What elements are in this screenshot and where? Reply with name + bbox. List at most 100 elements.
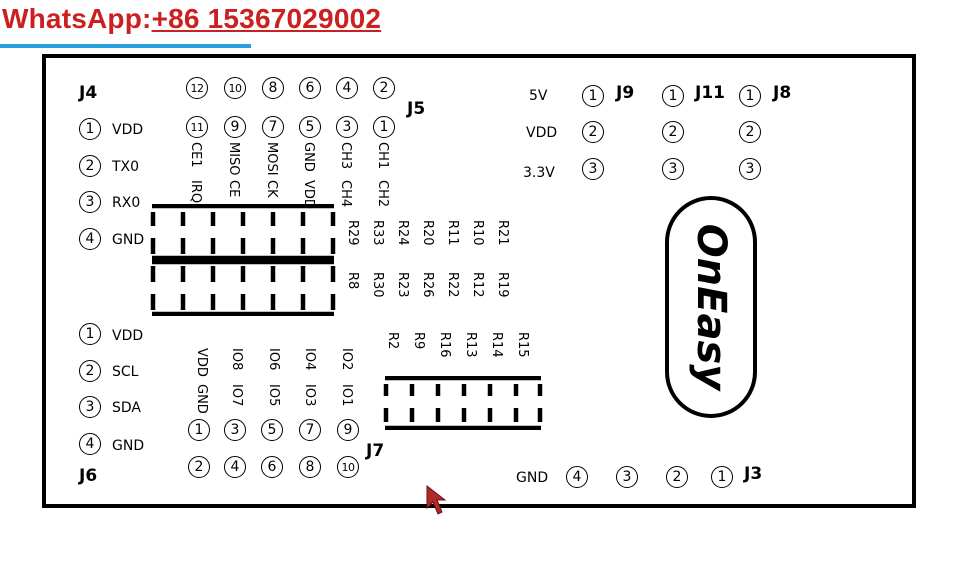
j7-pin-6: 6 xyxy=(261,456,283,478)
resistor-label-r30: R30 xyxy=(370,272,385,298)
resistor-label-r33: R33 xyxy=(370,220,385,246)
resistor-label-r14: R14 xyxy=(489,332,504,358)
resistor-label-r16: R16 xyxy=(437,332,452,358)
j5-signal-ch2: CH2 xyxy=(375,180,390,208)
j8-title: J8 xyxy=(773,83,792,103)
j7-signal-io6: IO6 xyxy=(266,348,281,371)
power-label-5v: 5V xyxy=(529,88,548,104)
j7-pin-3: 3 xyxy=(224,419,246,441)
j7-signal-io4: IO4 xyxy=(302,348,317,371)
j7-signal-io2: IO2 xyxy=(339,348,354,371)
j8-pin-3: 3 xyxy=(739,158,761,180)
resistor-label-r24: R24 xyxy=(395,220,410,246)
j4-label-3: RX0 xyxy=(112,195,141,211)
resistor-label-r21: R21 xyxy=(495,220,510,246)
j5-pin-4: 4 xyxy=(336,77,358,99)
j4-pin-2: 2 xyxy=(79,155,101,177)
j3-pin-3: 3 xyxy=(616,466,638,488)
j7-title: J7 xyxy=(366,441,385,461)
j5-pin-11: 11 xyxy=(186,116,208,138)
j3-title: J3 xyxy=(744,464,763,484)
j5-pin-9: 9 xyxy=(224,116,246,138)
j5-signal-irq: IRQ xyxy=(188,180,203,204)
j6-pin-1: 1 xyxy=(79,323,101,345)
j5-title: J5 xyxy=(407,99,426,119)
j5-signal-miso: MISO xyxy=(226,142,241,176)
j3-pin-2: 2 xyxy=(666,466,688,488)
j3-label-gnd: GND xyxy=(516,470,549,486)
j7-pin-1: 1 xyxy=(188,419,210,441)
j6-label-2: SCL xyxy=(112,364,139,380)
resistor-label-r26: R26 xyxy=(420,272,435,298)
j7-pin-2: 2 xyxy=(188,456,210,478)
oneasy-logo-text: OnEasy xyxy=(688,223,734,391)
j9-pin-1: 1 xyxy=(582,85,604,107)
j6-label-3: SDA xyxy=(112,400,141,416)
whatsapp-number[interactable]: +86 15367029002 xyxy=(151,3,382,34)
j6-pin-2: 2 xyxy=(79,360,101,382)
pcb-silkscreen-board: J4 1 VDD 2 TX0 3 RX0 4 GND 1 VDD 2 SCL 3… xyxy=(42,54,916,508)
j5-pin-5: 5 xyxy=(299,116,321,138)
j6-pin-4: 4 xyxy=(79,433,101,455)
j9-pin-2: 2 xyxy=(582,121,604,143)
resistor-label-r9: R9 xyxy=(411,332,426,350)
j5-pin-7: 7 xyxy=(262,116,284,138)
resistor-label-r22: R22 xyxy=(445,272,460,298)
j7-pin-7: 7 xyxy=(299,419,321,441)
oneasy-logo: OnEasy xyxy=(665,196,757,418)
j5-signal-ch1: CH1 xyxy=(375,142,390,170)
j7-resistor-array-footprint xyxy=(383,376,543,430)
j6-label-1: VDD xyxy=(112,328,144,344)
resistor-label-r23: R23 xyxy=(395,272,410,298)
j5-signal-ch4: CH4 xyxy=(338,180,353,208)
resistor-label-r10: R10 xyxy=(470,220,485,246)
j5-signal-gnd: GND xyxy=(301,142,316,172)
resistor-label-r2: R2 xyxy=(385,332,400,350)
j11-pin-3: 3 xyxy=(662,158,684,180)
resistor-label-r11: R11 xyxy=(445,220,460,246)
resistor-label-r12: R12 xyxy=(470,272,485,298)
resistor-label-r19: R19 xyxy=(495,272,510,298)
j7-pin-10: 10 xyxy=(337,456,359,478)
j5-signal-ce1: CE1 xyxy=(188,142,203,168)
j11-title: J11 xyxy=(695,83,725,103)
j9-title: J9 xyxy=(616,83,635,103)
whatsapp-contact: WhatsApp:+86 15367029002 xyxy=(2,3,381,35)
j7-pin-8: 8 xyxy=(299,456,321,478)
j7-signal-io8: IO8 xyxy=(229,348,244,371)
j5-pin-10: 10 xyxy=(224,77,246,99)
j5-signal-ck: CK xyxy=(264,180,279,198)
j8-pin-1: 1 xyxy=(739,85,761,107)
j3-pin-1: 1 xyxy=(711,466,733,488)
contact-underline-bar xyxy=(0,44,251,48)
j5-signal-vdd: VDD xyxy=(301,180,316,209)
j5-signal-ce: CE xyxy=(226,180,241,198)
j7-pin-4: 4 xyxy=(224,456,246,478)
j4-label-2: TX0 xyxy=(112,159,140,175)
j4-pin-4: 4 xyxy=(79,228,101,250)
j11-pin-2: 2 xyxy=(662,121,684,143)
j7-signal-io7: IO7 xyxy=(229,384,244,407)
resistor-label-r20: R20 xyxy=(420,220,435,246)
j4-title: J4 xyxy=(79,83,98,103)
j7-signal-io5: IO5 xyxy=(266,384,281,407)
j5-pin-6: 6 xyxy=(299,77,321,99)
j5-resistor-array-footprint xyxy=(150,204,336,316)
j8-pin-2: 2 xyxy=(739,121,761,143)
j6-pin-3: 3 xyxy=(79,396,101,418)
j5-pin-8: 8 xyxy=(262,77,284,99)
j7-signal-vdd: VDD xyxy=(194,348,209,377)
j4-pin-3: 3 xyxy=(79,191,101,213)
j5-pin-2: 2 xyxy=(373,77,395,99)
j5-pin-1: 1 xyxy=(373,116,395,138)
resistor-label-r8: R8 xyxy=(345,272,360,290)
j5-signal-ch3: CH3 xyxy=(338,142,353,170)
j6-title: J6 xyxy=(79,466,98,486)
resistor-label-r29: R29 xyxy=(345,220,360,246)
j5-pin-3: 3 xyxy=(336,116,358,138)
j7-pin-9: 9 xyxy=(337,419,359,441)
j7-signal-io1: IO1 xyxy=(339,384,354,407)
power-label-vdd: VDD xyxy=(526,125,558,141)
j7-signal-io3: IO3 xyxy=(302,384,317,407)
whatsapp-prefix: WhatsApp: xyxy=(2,3,152,34)
